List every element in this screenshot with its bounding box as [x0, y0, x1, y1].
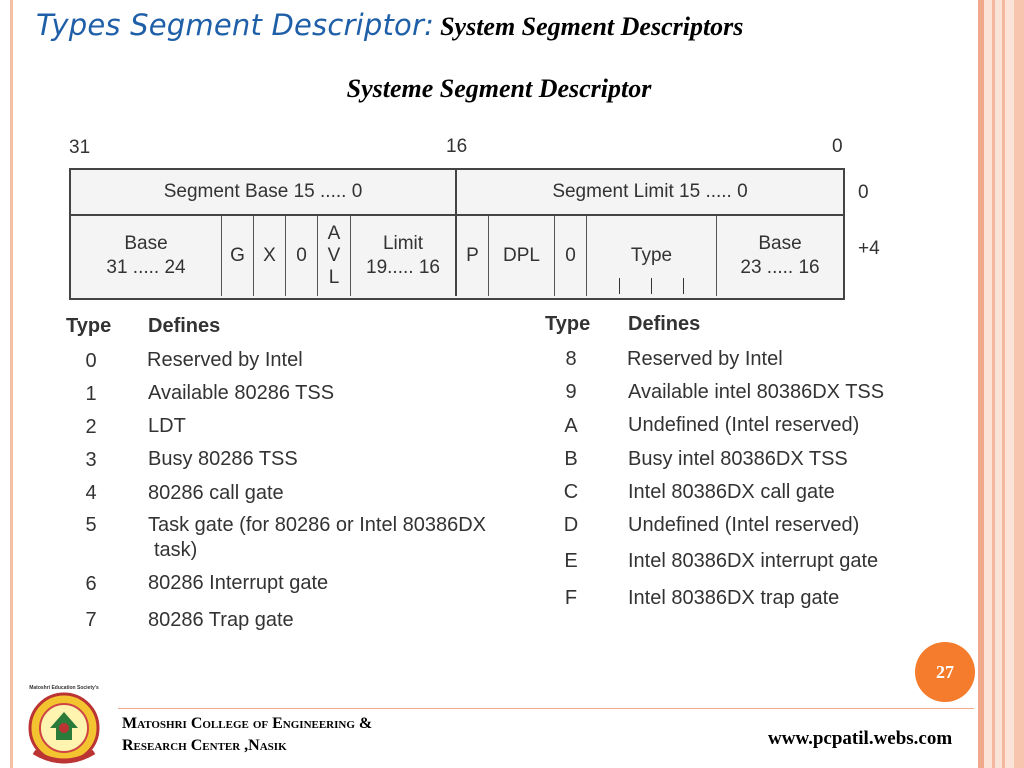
type-code: B — [564, 448, 578, 470]
type-definition: Reserved by Intel — [147, 349, 303, 371]
type-code: E — [564, 550, 578, 572]
offset-4-label: +4 — [858, 238, 880, 259]
avl-l: L — [328, 267, 340, 288]
slide-subtitle: Systeme Segment Descriptor — [346, 74, 652, 103]
type-definition: Intel 80386DX trap gate — [628, 587, 840, 609]
type-code: 8 — [565, 348, 577, 370]
type-code: A — [564, 415, 578, 437]
type-tick — [619, 278, 620, 294]
offset-0-label: 0 — [858, 182, 869, 203]
type-code: 0 — [85, 350, 97, 372]
college-name-line1: Matoshri College of Engineering & — [122, 715, 373, 732]
limit-range: 19..... 16 — [366, 257, 440, 278]
base-mid-label: Base — [758, 233, 802, 254]
page-number-badge: 27 — [915, 642, 975, 702]
type-tick — [683, 278, 684, 294]
type-code: 4 — [85, 482, 97, 504]
segment-limit-cell: Segment Limit 15 ..... 0 — [552, 181, 748, 202]
zero2-bit-cell: 0 — [555, 216, 587, 296]
right-defines-header: Defines — [628, 313, 701, 335]
type-field-cell: Type — [587, 216, 717, 296]
slide-title-main: Types Segment Descriptor: — [36, 8, 435, 42]
bit-0-label: 0 — [832, 136, 843, 157]
type-code: 2 — [85, 416, 97, 438]
avl-bit-cell: A V L — [318, 216, 351, 296]
left-defines-header: Defines — [148, 315, 221, 337]
left-type-header: Type — [66, 315, 112, 337]
type-code: F — [564, 587, 578, 609]
right-type-header: Type — [545, 313, 591, 335]
zero-bit-cell: 0 — [286, 216, 318, 296]
type-definition: 80286 call gate — [148, 482, 284, 504]
slide-title: Types Segment Descriptor:System Segment … — [36, 8, 743, 42]
type-definition: Reserved by Intel — [627, 348, 783, 370]
type-definition: Undefined (Intel reserved) — [628, 414, 860, 436]
p-bit-cell: P — [457, 216, 489, 296]
base-hi-label: Base — [124, 233, 168, 254]
type-definition: Intel 80386DX interrupt gate — [628, 550, 879, 572]
college-name-line2: Research Center ,Nasik — [122, 737, 287, 754]
type-definition: Task gate (for 80286 or Intel 80386DX — [148, 514, 486, 536]
footer-divider — [118, 708, 974, 709]
type-code: 9 — [565, 381, 577, 403]
type-code: 5 — [85, 514, 97, 536]
type-definition: Busy 80286 TSS — [148, 448, 298, 470]
type-definition: LDT — [148, 415, 186, 437]
college-name: Matoshri College of Engineering & Resear… — [122, 713, 372, 757]
avl-a: A — [327, 223, 341, 244]
base-mid-range: 23 ..... 16 — [740, 257, 820, 278]
type-code: 6 — [85, 573, 97, 595]
x-bit-cell: X — [254, 216, 286, 296]
base-hi-range: 31 ..... 24 — [106, 257, 186, 278]
type-code: 7 — [85, 609, 97, 631]
type-definition: Intel 80386DX call gate — [628, 481, 835, 503]
type-code: 1 — [85, 383, 97, 405]
dpl-cell: DPL — [489, 216, 555, 296]
bit-16-label: 16 — [446, 136, 468, 157]
type-code: C — [563, 481, 579, 503]
limit-label: Limit — [382, 233, 424, 254]
type-definition: Busy intel 80386DX TSS — [628, 448, 848, 470]
type-tick — [651, 278, 652, 294]
right-decorative-stripes — [978, 0, 1024, 768]
type-definition: Undefined (Intel reserved) — [628, 514, 860, 536]
college-logo: Matoshri Education Society's — [28, 685, 100, 764]
limit-19-16-cell: Limit 19..... 16 — [351, 216, 457, 296]
type-code: D — [563, 514, 579, 536]
logo-caption: Matoshri Education Society's — [29, 685, 99, 691]
avl-v: V — [327, 245, 341, 266]
website-url: www.pcpatil.webs.com — [768, 728, 953, 749]
type-definition: Available 80286 TSS — [148, 382, 335, 404]
type-definition: 80286 Trap gate — [148, 609, 294, 631]
g-bit-cell: G — [222, 216, 254, 296]
segment-base-cell: Segment Base 15 ..... 0 — [71, 170, 457, 214]
base-31-24-cell: Base 31 ..... 24 — [71, 216, 222, 296]
type-definition: Available intel 80386DX TSS — [628, 381, 885, 403]
left-border-line — [10, 0, 13, 768]
slide-title-sub: System Segment Descriptors — [440, 12, 744, 41]
base-23-16-cell: Base 23 ..... 16 — [717, 216, 843, 296]
type-code: 3 — [85, 449, 97, 471]
type-definition: 80286 Interrupt gate — [148, 572, 329, 594]
bit-31-label: 31 — [69, 137, 91, 158]
type-definition-cont: task) — [154, 539, 198, 561]
segment-descriptor-diagram: Segment Base 15 ..... 0 Segment Limit 15… — [69, 168, 845, 300]
